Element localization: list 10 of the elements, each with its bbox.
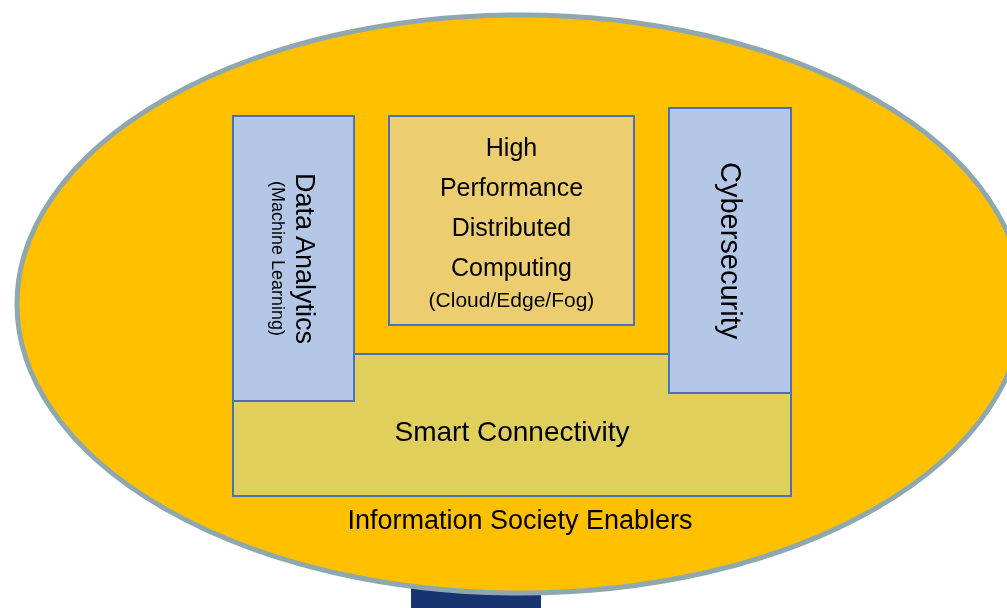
- box-title: High Performance Distributed Computing: [438, 132, 585, 284]
- box-subtitle: (Cloud/Edge/Fog): [428, 287, 595, 314]
- box-title: Cybersecurity: [715, 161, 745, 340]
- box-title: Smart Connectivity: [394, 414, 630, 449]
- box-title: Data Analytics: [291, 172, 318, 345]
- box: [232, 115, 355, 402]
- box: [388, 115, 635, 326]
- box: [668, 107, 792, 394]
- ellipse-caption: Information Society Enablers: [347, 507, 693, 534]
- box-subtitle: (Machine Learning): [269, 180, 287, 337]
